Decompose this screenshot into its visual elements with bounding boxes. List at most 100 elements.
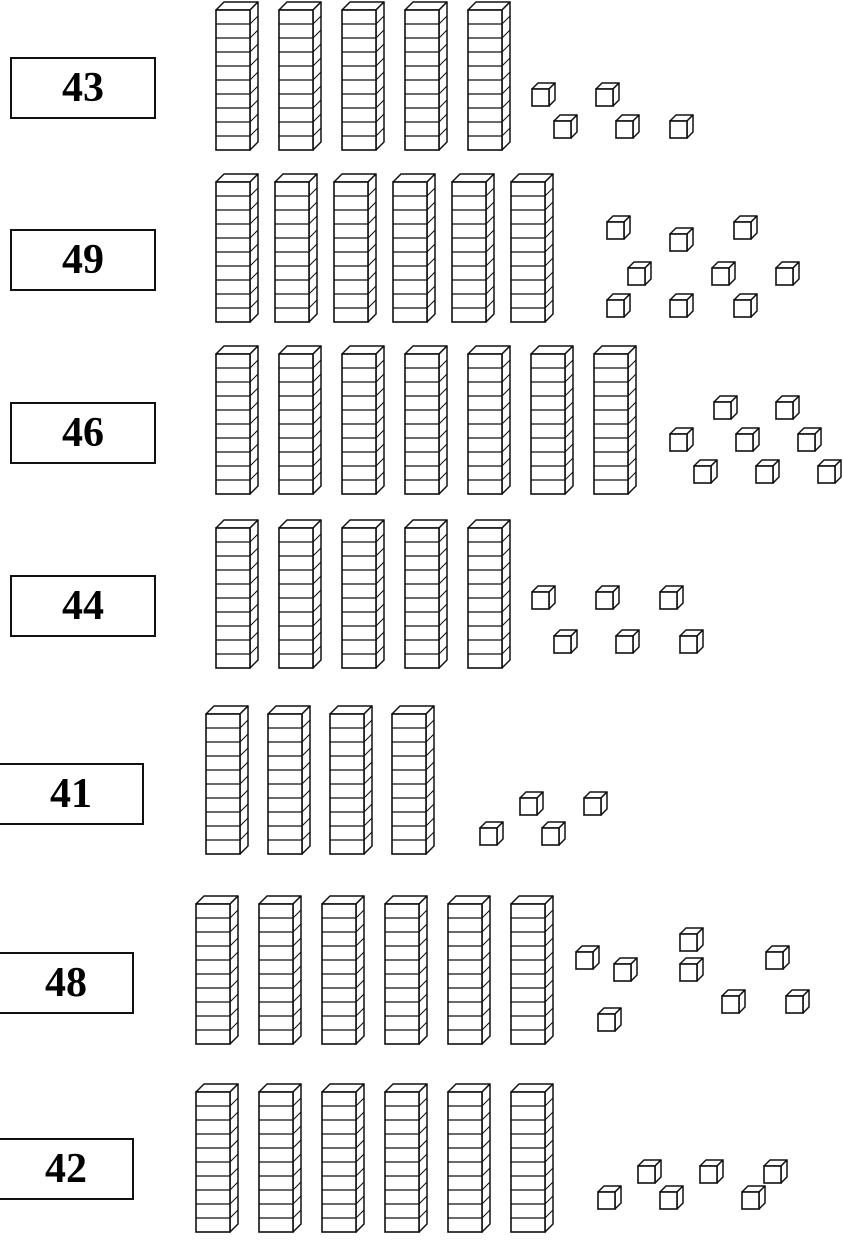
unit-cube — [786, 990, 809, 1013]
unit-cube — [532, 586, 555, 609]
unit-cube — [598, 1008, 621, 1031]
ten-rod — [342, 2, 384, 150]
unit-cube — [660, 1186, 683, 1209]
ten-rod — [216, 174, 258, 322]
unit-cube — [628, 262, 651, 285]
unit-cube — [596, 83, 619, 106]
problem-row-7: 42 — [0, 1084, 843, 1254]
ten-rod — [511, 174, 553, 322]
unit-cube — [614, 958, 637, 981]
ten-rod — [196, 896, 238, 1044]
unit-cube — [776, 262, 799, 285]
unit-cube — [660, 586, 683, 609]
ten-rod — [511, 896, 553, 1044]
base-ten-blocks — [0, 1084, 843, 1254]
unit-cube — [576, 946, 599, 969]
unit-cube — [712, 262, 735, 285]
ten-rod — [468, 520, 510, 668]
ten-rod — [334, 174, 376, 322]
unit-cube — [680, 630, 703, 653]
unit-cube — [734, 216, 757, 239]
unit-cube — [670, 294, 693, 317]
unit-cube — [818, 460, 841, 483]
unit-cube — [714, 396, 737, 419]
ten-rod — [531, 346, 573, 494]
unit-cube — [616, 115, 639, 138]
ten-rod — [405, 2, 447, 150]
ten-rod — [392, 706, 434, 854]
unit-cube — [584, 792, 607, 815]
unit-cube — [638, 1160, 661, 1183]
ten-rod — [468, 2, 510, 150]
ten-rod — [393, 174, 435, 322]
ten-rod — [452, 174, 494, 322]
unit-cube — [520, 792, 543, 815]
ten-rod — [206, 706, 248, 854]
unit-cube — [742, 1186, 765, 1209]
unit-cube — [554, 630, 577, 653]
ten-rod — [385, 1084, 427, 1232]
unit-cube — [542, 822, 565, 845]
problem-row-2: 49 — [0, 176, 843, 346]
ten-rod — [468, 346, 510, 494]
base-ten-blocks — [0, 708, 843, 878]
ten-rod — [279, 346, 321, 494]
unit-cube — [722, 990, 745, 1013]
base-ten-blocks — [0, 346, 843, 516]
unit-cube — [736, 428, 759, 451]
ten-rod — [279, 2, 321, 150]
base-ten-worksheet: 43 49 46 44 41 48 42 — [0, 0, 843, 1228]
ten-rod — [405, 520, 447, 668]
unit-cube — [596, 586, 619, 609]
problem-row-5: 41 — [0, 708, 843, 878]
ten-rod — [259, 896, 301, 1044]
ten-rod — [448, 1084, 490, 1232]
ten-rod — [275, 174, 317, 322]
unit-cube — [480, 822, 503, 845]
unit-cube — [700, 1160, 723, 1183]
unit-cube — [766, 946, 789, 969]
base-ten-blocks — [0, 0, 843, 170]
base-ten-blocks — [0, 898, 843, 1068]
unit-cube — [670, 428, 693, 451]
ten-rod — [216, 346, 258, 494]
ten-rod — [322, 896, 364, 1044]
ten-rod — [511, 1084, 553, 1232]
ten-rod — [405, 346, 447, 494]
unit-cube — [607, 294, 630, 317]
unit-cube — [764, 1160, 787, 1183]
ten-rod — [385, 896, 427, 1044]
unit-cube — [798, 428, 821, 451]
unit-cube — [670, 228, 693, 251]
ten-rod — [330, 706, 372, 854]
unit-cube — [598, 1186, 621, 1209]
unit-cube — [694, 460, 717, 483]
ten-rod — [279, 520, 321, 668]
problem-row-3: 46 — [0, 346, 843, 516]
problem-row-4: 44 — [0, 522, 843, 692]
ten-rod — [259, 1084, 301, 1232]
ten-rod — [196, 1084, 238, 1232]
unit-cube — [670, 115, 693, 138]
unit-cube — [680, 958, 703, 981]
problem-row-1: 43 — [0, 0, 843, 170]
base-ten-blocks — [0, 522, 843, 692]
ten-rod — [448, 896, 490, 1044]
unit-cube — [607, 216, 630, 239]
unit-cube — [554, 115, 577, 138]
unit-cube — [532, 83, 555, 106]
unit-cube — [734, 294, 757, 317]
base-ten-blocks — [0, 176, 843, 346]
ten-rod — [322, 1084, 364, 1232]
unit-cube — [616, 630, 639, 653]
unit-cube — [680, 928, 703, 951]
unit-cube — [756, 460, 779, 483]
ten-rod — [268, 706, 310, 854]
ten-rod — [342, 520, 384, 668]
problem-row-6: 48 — [0, 898, 843, 1068]
ten-rod — [594, 346, 636, 494]
ten-rod — [216, 520, 258, 668]
unit-cube — [776, 396, 799, 419]
ten-rod — [216, 2, 258, 150]
ten-rod — [342, 346, 384, 494]
